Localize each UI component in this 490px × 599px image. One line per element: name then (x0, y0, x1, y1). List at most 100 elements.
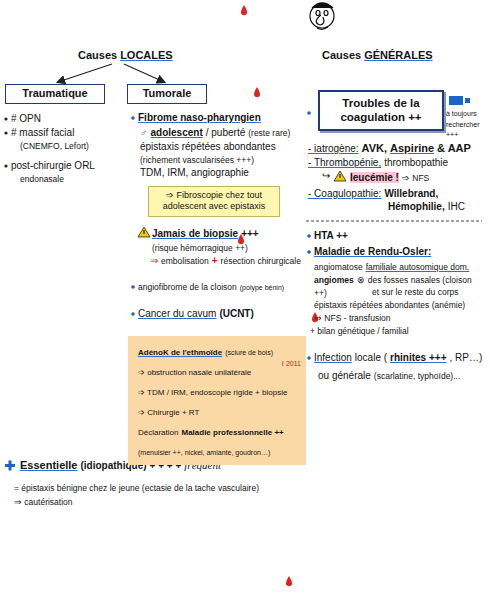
text-line: ⇒ NFS - transfusion (314, 312, 391, 325)
label-text: Hémophilie, (388, 201, 445, 212)
node-text: Déclaration (138, 428, 178, 437)
label-text: embolisation (161, 256, 209, 266)
text-row: AdénoK de l'ethmoïde(sciure de bois) (138, 340, 301, 360)
label-text: + (212, 255, 218, 266)
text-row: ➩ Fibroscopie chez tout adolescent avec … (154, 190, 274, 213)
label-text: Causes (78, 49, 117, 61)
text-row: Traumatique (10, 87, 100, 101)
category-box: Tumorale (127, 84, 207, 104)
category-box: Troubles de la coagulation ++ (318, 90, 444, 131)
label-text: Essentielle (20, 459, 77, 471)
text-line: Fibrome naso-pharyngien (138, 112, 261, 125)
text-line: ou générale(scarlatine, typhoïde)... (318, 370, 460, 383)
text-line: + bilan génétique / familial (310, 325, 409, 338)
node-text: Maladie professionnelle ++ (181, 428, 283, 437)
label-text: ♂ (140, 127, 148, 138)
label-text: TDM, IRM, angiographie (140, 167, 249, 178)
label-text: résection chirurgicale (221, 256, 301, 266)
text-row: Tumorale (132, 87, 202, 101)
label-text: (UCNT) (219, 308, 253, 319)
label-text: à toujours rechercher +++ (446, 110, 479, 138)
label-text: Fibrome naso-pharyngien (138, 112, 261, 123)
text-line: Infectionlocale (rhinites +++, RP…) (314, 352, 482, 365)
text-line: # massif facial (11, 127, 74, 140)
node-text: Tumorale (143, 87, 192, 99)
text-line: ⇒ cautérisation (14, 496, 73, 509)
text-row: ➩ obstruction nasale unilatéraleℓ 2011 (138, 360, 301, 380)
node-text: ℓ 2011 (282, 360, 301, 369)
label-text: (richement vascularisées +++) (140, 155, 254, 165)
text-line: HTA ++ (314, 230, 348, 243)
label-text: épistaxis répétées abondantes (anémie) (314, 300, 465, 310)
text-line: Hémophilie,IHC (388, 201, 465, 214)
text-line: (richement vascularisées +++) (140, 154, 254, 167)
text-line: - iatrogène:AVK,Aspirine& AAP (308, 142, 471, 156)
label-text: ⇒ cautérisation (14, 497, 73, 507)
text-line: angiofibrome de la cloison(polype bénin) (138, 281, 284, 294)
label-text: - Thrombopénie, (308, 157, 381, 168)
label-text: (risque hémorragique ++) (152, 243, 248, 253)
highlight-box: AdénoK de l'ethmoïde(sciure de bois)➩ ob… (128, 336, 306, 465)
label-text: leucémie ! (350, 172, 399, 183)
label-text: +++ (241, 228, 259, 239)
label-text: ⇒ NFS - transfusion (314, 313, 391, 323)
label-text: familiale autosomique dom. (366, 262, 469, 272)
node-text: AdénoK de l'ethmoïde (138, 348, 222, 357)
warning-icon (138, 171, 346, 237)
text-row: DéclarationMaladie professionnelle ++ (138, 420, 301, 440)
text-line: Jamais de biopsie+++ (152, 228, 259, 241)
face-icon (310, 3, 334, 29)
label-text: locale ( (355, 352, 387, 363)
node-text: ➩ Fibroscopie chez tout adolescent avec … (163, 190, 266, 211)
label-text: et sur le reste du corps (372, 287, 458, 297)
label-text: - Coagulopathie: (308, 188, 381, 199)
label-text: (polype bénin) (240, 284, 284, 291)
text-line: - Coagulopathie:Willebrand, (308, 188, 438, 201)
label-text: LOCALES (120, 49, 173, 61)
blood-drop (238, 5, 318, 586)
label-text: ou générale (318, 370, 371, 381)
label-text: angiomatose (314, 262, 363, 272)
label-text: angiofibrome de la cloison (138, 282, 237, 292)
label-text: & AAP (437, 142, 471, 154)
label-text: ⇒ (150, 255, 158, 266)
label-text: # OPN (11, 113, 41, 124)
text-line: (CNEMFO, Lefort) (20, 140, 89, 153)
label-text: Aspirine (390, 142, 434, 154)
label-text: ↪ (322, 170, 330, 181)
label-text: # massif facial (11, 127, 74, 138)
label-text: angiomes (314, 275, 354, 285)
node-text: Traumatique (22, 87, 87, 99)
search-icon (449, 96, 470, 105)
text-line: Maladie de Rendu-Osler: (314, 246, 431, 259)
bullet (4, 111, 310, 360)
text-line: = épistaxis bénigne chez le jeune (ectas… (14, 482, 259, 495)
text-line: endonasale (20, 173, 64, 186)
label-text: Jamais de biopsie (152, 228, 238, 239)
plus-symbol (5, 461, 15, 471)
label-text: + bilan génétique / familial (310, 326, 409, 336)
label-text: - iatrogène: (308, 143, 359, 154)
label-text: adolescent (151, 127, 203, 138)
label-text: = épistaxis bénigne chez le jeune (ectas… (14, 483, 259, 493)
label-text: HTA ++ (314, 230, 348, 241)
label-text: rhinites +++ (390, 352, 446, 363)
separator-line (306, 221, 482, 222)
label-text: GÉNÉRALES (364, 49, 432, 61)
branch-arrows (58, 64, 164, 82)
text-row: (menuisier ++, nickel, amiante, goudron…… (138, 440, 301, 460)
text-line: post-chirurgie ORL (11, 160, 95, 173)
text-line: TDM, IRM, angiographie (140, 167, 249, 180)
label-text: (CNEMFO, Lefort) (20, 141, 89, 151)
label-text: Causes (322, 49, 361, 61)
text-line: et sur le reste du corps (372, 286, 458, 299)
text-line: CausesGÉNÉRALES (322, 49, 433, 63)
label-text: Cancer du cavum (138, 308, 216, 319)
label-text: thrombopathie (384, 157, 448, 168)
label-text: (reste rare) (248, 128, 290, 138)
label-text: AVK, (362, 142, 387, 154)
text-row: ➩ TDM / IRM, endoscopie rigide + biopsie (138, 380, 301, 400)
node-text: ➩ Chirurgie + RT (138, 408, 199, 417)
label-text: ⊗ (357, 275, 365, 285)
node-text: (sciure de bois) (225, 349, 273, 356)
